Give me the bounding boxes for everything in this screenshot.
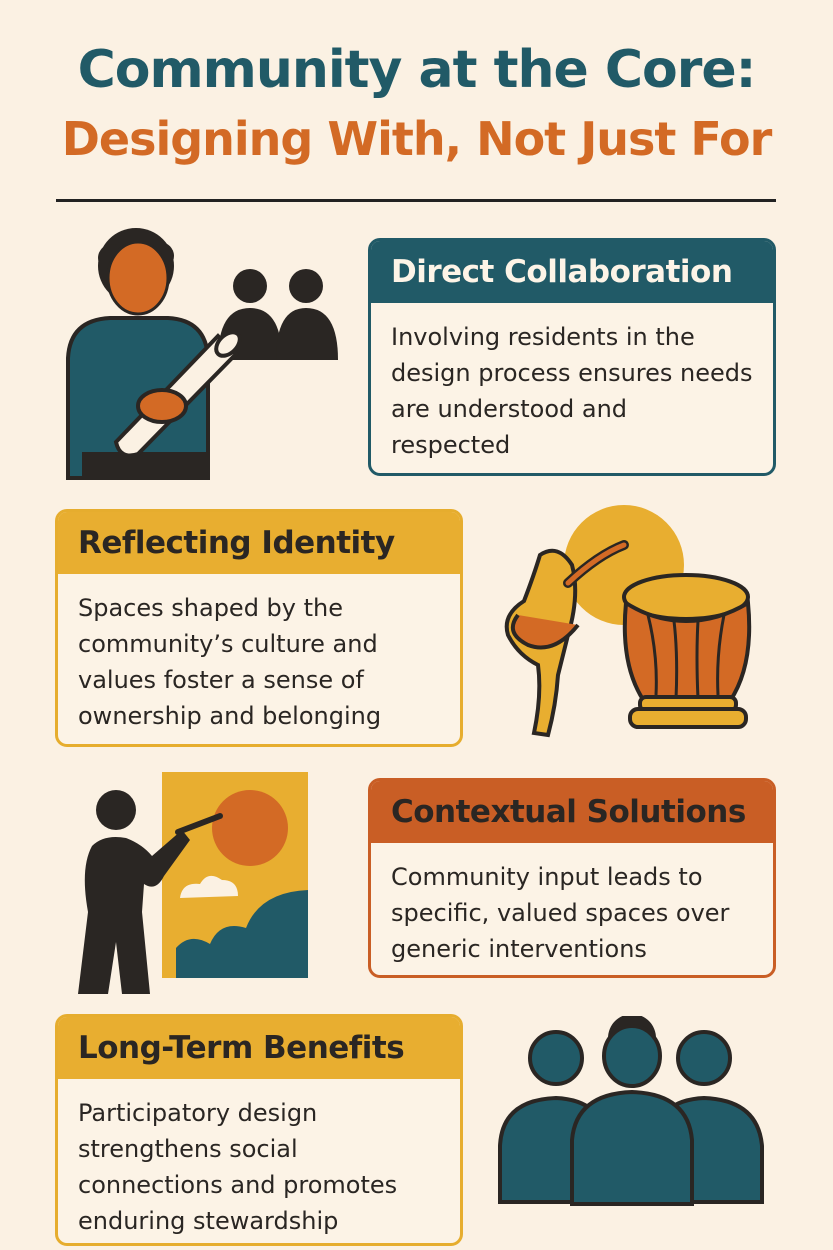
section-body: Community input leads to specific, value… xyxy=(391,863,730,963)
title-divider xyxy=(56,199,776,202)
section-card-long-term-benefits: Long-Term Benefits Participatory design … xyxy=(55,1014,463,1246)
section-heading: Direct Collaboration xyxy=(371,241,773,303)
section-card-reflecting-identity: Reflecting Identity Spaces shaped by the… xyxy=(55,509,463,747)
section-card-contextual-solutions: Contextual Solutions Community input lea… xyxy=(368,778,776,978)
title-line-1: Community at the Core: xyxy=(77,40,757,100)
person-painting-mural-icon xyxy=(70,772,310,1000)
group-of-people-icon xyxy=(496,1014,768,1206)
person-holding-plans-icon xyxy=(50,228,350,480)
dancer-and-drum-icon xyxy=(498,505,778,745)
title-line-2: Designing With, Not Just For xyxy=(61,112,773,166)
section-body: Participatory design strengthens social … xyxy=(78,1099,398,1235)
section-body: Spaces shaped by the community’s culture… xyxy=(78,594,382,730)
section-heading: Long-Term Benefits xyxy=(58,1017,460,1079)
section-heading: Reflecting Identity xyxy=(58,512,460,574)
section-heading: Contextual Solutions xyxy=(371,781,773,843)
section-card-direct-collaboration: Direct Collaboration Involving residents… xyxy=(368,238,776,476)
section-body: Involving residents in the design proces… xyxy=(391,323,753,459)
